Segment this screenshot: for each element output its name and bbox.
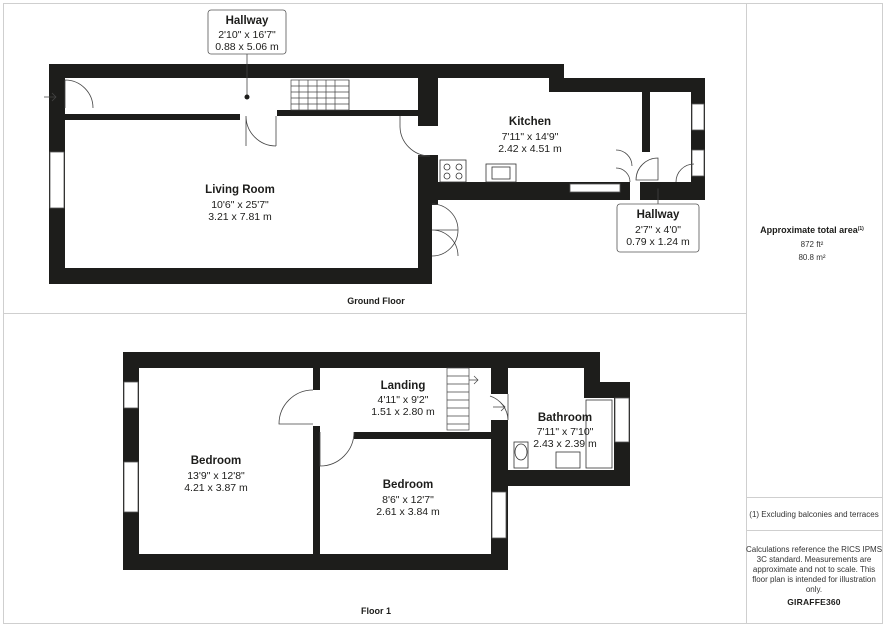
- label-living-room: Living Room 10'6" x 25'7" 3.21 x 7.81 m: [205, 184, 275, 223]
- svg-text:1.51 x 2.80 m: 1.51 x 2.80 m: [371, 406, 435, 418]
- area-title: Approximate total area: [760, 225, 859, 235]
- ground-floor-plan: [44, 9, 705, 284]
- basin: [555, 451, 581, 469]
- svg-text:Kitchen: Kitchen: [509, 116, 551, 128]
- kitchen-hob: [439, 159, 467, 183]
- first-floor-label: Floor 1: [361, 606, 391, 616]
- svg-text:Bedroom: Bedroom: [191, 455, 241, 467]
- svg-text:Bedroom: Bedroom: [383, 479, 433, 491]
- area-footnote-marker: (1): [858, 226, 864, 232]
- ground-floor-label: Ground Floor: [347, 296, 405, 306]
- svg-text:floor plan is intended for ill: floor plan is intended for illustration: [752, 575, 876, 584]
- svg-text:7'11" x 7'10": 7'11" x 7'10": [537, 426, 594, 438]
- bathtub: [585, 399, 613, 469]
- area-sqm: 80.8 m²: [798, 253, 825, 262]
- area-summary: Approximate total area(1) 872 ft² 80.8 m…: [760, 225, 864, 262]
- svg-text:3C standard. Measurements are: 3C standard. Measurements are: [757, 555, 872, 564]
- panel-borders: [3, 3, 883, 624]
- svg-text:10'6" x 25'7": 10'6" x 25'7": [211, 199, 269, 211]
- label-landing: Landing 4'11" x 9'2" 1.51 x 2.80 m: [371, 380, 435, 418]
- svg-text:0.79 x 1.24 m: 0.79 x 1.24 m: [626, 236, 690, 248]
- svg-text:Calculations reference the RIC: Calculations reference the RICS IPMS: [746, 545, 882, 554]
- disclaimer: Calculations reference the RICS IPMS 3C …: [746, 545, 882, 594]
- callout-hallway-lower: Hallway 2'7" x 4'0" 0.79 x 1.24 m: [626, 209, 690, 248]
- svg-text:Hallway: Hallway: [637, 209, 680, 221]
- first-floor-plan: [123, 352, 630, 570]
- svg-text:2.42 x 4.51 m: 2.42 x 4.51 m: [498, 143, 562, 155]
- svg-text:4.21 x 3.87 m: 4.21 x 3.87 m: [184, 482, 248, 494]
- svg-text:Bathroom: Bathroom: [538, 412, 592, 424]
- svg-text:only.: only.: [806, 585, 822, 594]
- svg-text:Hallway: Hallway: [226, 15, 269, 27]
- svg-text:0.88 x 5.06 m: 0.88 x 5.06 m: [215, 41, 279, 53]
- svg-text:8'6" x 12'7": 8'6" x 12'7": [382, 494, 434, 506]
- callout-hallway-upper: Hallway 2'10" x 16'7" 0.88 x 5.06 m: [215, 15, 279, 53]
- svg-text:2'10" x 16'7": 2'10" x 16'7": [218, 29, 276, 41]
- label-bedroom-left: Bedroom 13'9" x 12'8" 4.21 x 3.87 m: [184, 455, 248, 494]
- svg-text:Landing: Landing: [381, 380, 426, 392]
- svg-text:Approximate total area(1): Approximate total area(1): [760, 225, 864, 235]
- svg-text:2'7" x 4'0": 2'7" x 4'0": [635, 224, 681, 236]
- first-floor-stairs: [446, 367, 479, 431]
- label-kitchen: Kitchen 7'11" x 14'9" 2.42 x 4.51 m: [498, 116, 562, 155]
- svg-text:4'11" x 9'2": 4'11" x 9'2": [378, 394, 429, 406]
- label-bathroom: Bathroom 7'11" x 7'10" 2.43 x 2.39 m: [533, 412, 597, 450]
- label-bedroom-right: Bedroom 8'6" x 12'7" 2.61 x 3.84 m: [376, 479, 440, 518]
- exclusion-note: (1) Excluding balconies and terraces: [749, 510, 878, 519]
- svg-text:13'9" x 12'8": 13'9" x 12'8": [187, 470, 245, 482]
- ground-stairs: [290, 79, 350, 111]
- area-sqft: 872 ft²: [801, 240, 824, 249]
- svg-text:3.21 x 7.81 m: 3.21 x 7.81 m: [208, 211, 272, 223]
- svg-text:2.61 x 3.84 m: 2.61 x 3.84 m: [376, 506, 440, 518]
- svg-text:approximate and not to scale.: approximate and not to scale. This: [753, 565, 875, 574]
- svg-text:Living Room: Living Room: [205, 184, 275, 196]
- svg-text:2.43 x 2.39 m: 2.43 x 2.39 m: [533, 438, 597, 450]
- brand-logo: GIRAFFE360: [787, 597, 841, 607]
- svg-text:7'11" x 14'9": 7'11" x 14'9": [502, 131, 559, 143]
